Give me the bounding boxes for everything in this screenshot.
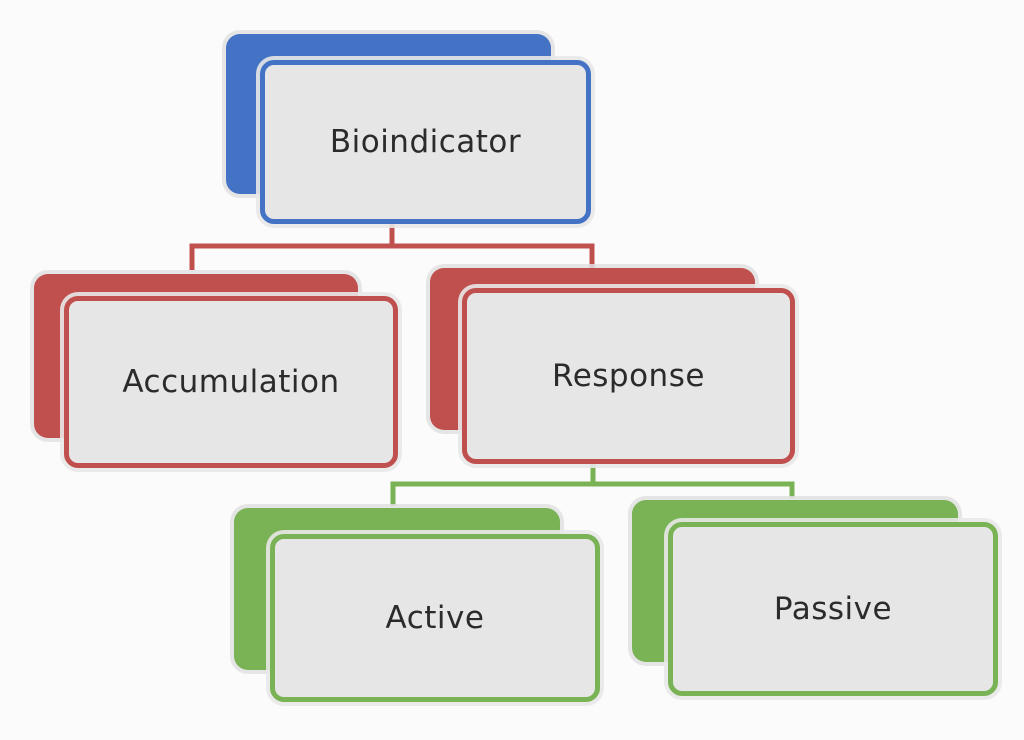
node-accumulation-label: Accumulation [122, 364, 340, 400]
node-response: Response [430, 268, 795, 464]
node-response-label: Response [552, 358, 705, 394]
node-bioindicator-box: Bioindicator [260, 60, 591, 224]
node-bioindicator: Bioindicator [226, 34, 591, 224]
node-bioindicator-label: Bioindicator [329, 124, 522, 160]
node-active: Active [234, 508, 600, 702]
node-active-label: Active [385, 600, 485, 636]
node-response-box: Response [462, 288, 795, 464]
node-accumulation: Accumulation [34, 274, 398, 468]
node-passive-label: Passive [773, 591, 893, 627]
node-passive-box: Passive [668, 522, 998, 696]
node-passive: Passive [632, 500, 998, 696]
node-active-box: Active [270, 534, 600, 702]
node-accumulation-box: Accumulation [64, 296, 398, 468]
